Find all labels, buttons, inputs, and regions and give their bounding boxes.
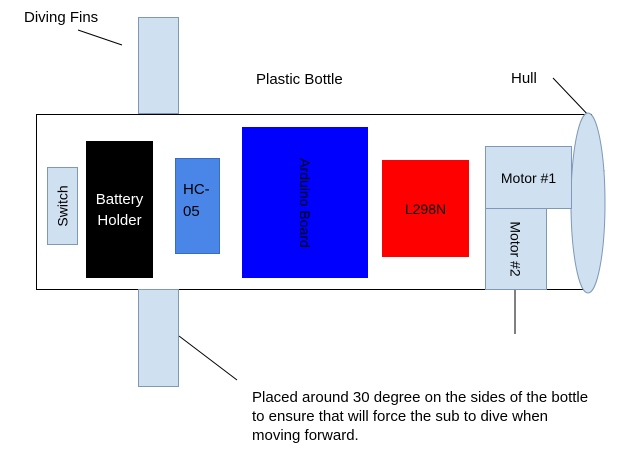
hull-shape <box>570 112 606 294</box>
note-line-3: moving forward. <box>252 427 359 444</box>
hull-label: Hull <box>511 70 537 87</box>
note-line-1: Placed around 30 degree on the sides of … <box>252 389 589 406</box>
hull-leader-line <box>552 77 592 119</box>
note-leader-line <box>178 335 238 381</box>
hc05-label-line1: HC- <box>183 181 210 198</box>
note-line-2: to ensure that will force the sub to div… <box>252 408 549 425</box>
fin-placement-note: Placed around 30 degree on the sides of … <box>252 388 588 445</box>
motor2-label: Motor #2 <box>508 221 524 277</box>
motor1-label: Motor #1 <box>500 169 557 186</box>
top-diving-fin <box>138 17 179 114</box>
battery-label-line1: Battery <box>95 190 144 208</box>
switch-block: Switch <box>47 167 78 245</box>
arduino-board-label: Arduino Board <box>296 157 313 248</box>
battery-label-line2: Holder <box>97 211 142 229</box>
hc05-label-line2: 05 <box>183 203 200 220</box>
battery-holder-block: Battery Holder <box>86 141 153 278</box>
plastic-bottle-label: Plastic Bottle <box>256 71 343 88</box>
diving-fins-label: Diving Fins <box>24 9 99 26</box>
motor2-block: Motor #2 <box>485 208 547 290</box>
l298n-label: L298N <box>404 200 447 217</box>
diving-fins-leader-line <box>77 29 123 46</box>
arduino-board-block: Arduino Board <box>242 127 368 278</box>
hc05-block: HC- 05 <box>175 158 220 254</box>
switch-label: Switch <box>54 185 71 227</box>
motor1-block: Motor #1 <box>485 146 572 209</box>
bottom-diving-fin <box>138 289 179 387</box>
l298n-block: L298N <box>382 160 469 257</box>
